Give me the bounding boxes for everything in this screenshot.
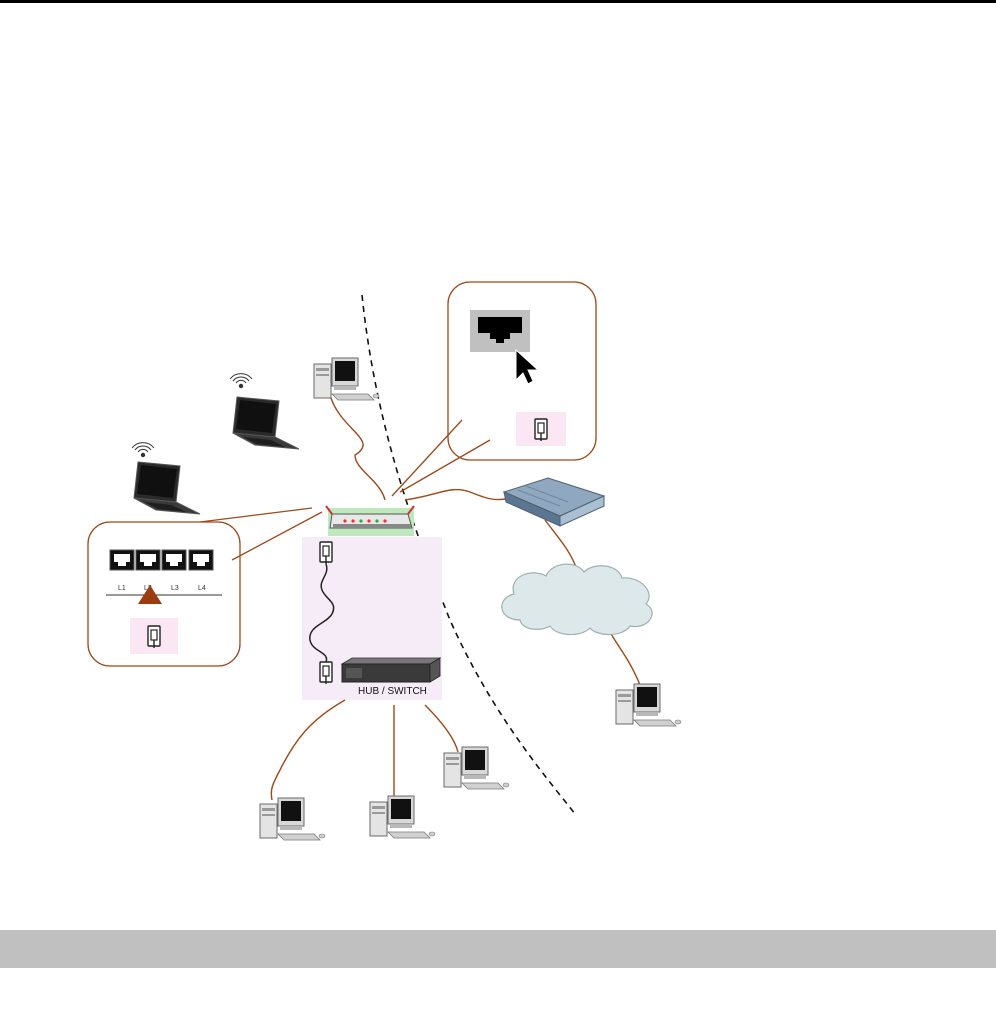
wan-port-callout [392,282,596,496]
desktop-pc-icon [444,747,509,789]
rj45-plug-icon [320,542,332,564]
desktop-pc-icon [370,796,435,838]
rj45-plug-icon [148,626,160,648]
laptop-wifi-icon [132,443,200,514]
lan-port-label-1: L1 [118,585,126,592]
hub-switch-icon [342,658,440,682]
footer-band [0,930,996,968]
lan-ports-callout: L1 L2 L3 L4 [88,508,322,666]
desktop-pc-icon [616,684,681,726]
cloud-icon [502,564,652,634]
desktop-pc-icon [314,358,379,400]
hub-switch-label: HUB / SWITCH [358,686,427,697]
rj45-plug-icon [320,662,332,684]
rj45-plug-icon [535,419,547,441]
laptop-wifi-icon [230,374,299,449]
desktop-pc-icon [260,798,325,840]
lan-port-label-3: L3 [171,585,179,592]
modem-icon [504,478,604,526]
lan-port-label-4: L4 [198,585,206,592]
router-icon [326,506,414,536]
